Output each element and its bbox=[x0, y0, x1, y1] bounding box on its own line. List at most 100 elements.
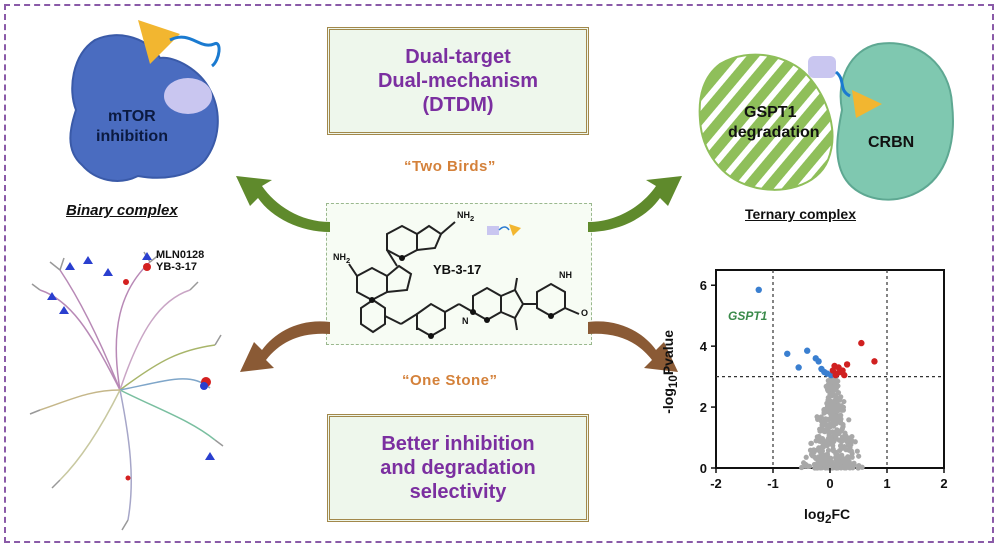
gene-point-sig-1 bbox=[843, 361, 851, 368]
y-tick-label-1: 2 bbox=[700, 400, 707, 415]
gene-point-ns bbox=[830, 418, 836, 425]
gene-point-ns bbox=[828, 414, 834, 420]
arrow-to-binary bbox=[236, 176, 330, 232]
crbn-protein bbox=[836, 42, 954, 201]
gene-point-ns bbox=[816, 445, 822, 451]
gene-point-ns bbox=[826, 436, 833, 442]
gene-point-sig-0 bbox=[795, 364, 802, 371]
mol-o: O bbox=[581, 308, 589, 318]
gene-point-ns bbox=[822, 416, 829, 422]
gene-point-ns bbox=[849, 433, 855, 440]
gene-point-ns bbox=[834, 464, 840, 471]
gene-point-ns bbox=[830, 446, 836, 452]
gene-point-sig-0 bbox=[815, 358, 822, 365]
dtdm-line-2: Dual-mechanism bbox=[377, 70, 539, 92]
gspt1-binder bbox=[808, 56, 836, 78]
kinome-markers bbox=[47, 256, 215, 481]
gene-point-sig-0 bbox=[804, 347, 811, 354]
two-birds-text: “Two Birds” bbox=[404, 158, 496, 175]
gene-point-ns bbox=[837, 460, 843, 467]
legend-marker-mln0128 bbox=[142, 252, 152, 260]
legend-label-yb317: YB-3-17 bbox=[156, 261, 197, 273]
gene-point-ns bbox=[846, 460, 852, 467]
gene-point-ns bbox=[827, 378, 833, 384]
gene-point-ns bbox=[846, 447, 852, 453]
gene-point-ns bbox=[802, 463, 808, 469]
y-tick-label-0: 0 bbox=[700, 461, 707, 476]
gene-point-ns bbox=[838, 442, 844, 449]
gene-point-ns bbox=[843, 465, 849, 471]
gene-point-sig-1 bbox=[858, 339, 865, 347]
gene-point-ns bbox=[815, 459, 821, 465]
gene-point-sig-0 bbox=[784, 350, 791, 357]
selectivity-box: Better inhibition and degradation select… bbox=[327, 414, 589, 522]
gene-point-sig-1 bbox=[871, 358, 878, 365]
gene-point-ns bbox=[829, 391, 835, 397]
dtdm-line-3: (DTDM) bbox=[422, 94, 494, 116]
arrow-to-kinome bbox=[240, 321, 330, 372]
mtor-label-1: mTOR bbox=[108, 108, 156, 125]
legend-label-mln0128: MLN0128 bbox=[156, 249, 205, 261]
gene-point-ns bbox=[848, 441, 854, 448]
gene-point-ns bbox=[856, 463, 862, 469]
binary-complex-caption: Binary complex bbox=[66, 202, 178, 219]
ternary-complex-caption: Ternary complex bbox=[745, 206, 857, 222]
linker-line bbox=[169, 35, 221, 68]
gene-point-ns bbox=[839, 437, 846, 443]
crbn-label: CRBN bbox=[868, 134, 915, 151]
gene-point-ns bbox=[856, 453, 862, 459]
mol-nh2-top: NH2 bbox=[457, 210, 475, 223]
arrow-to-volcano bbox=[588, 321, 678, 372]
gspt1-label-2: degradation bbox=[728, 124, 820, 141]
kinome-tree bbox=[29, 251, 224, 531]
gene-point-ns bbox=[840, 423, 846, 430]
gene-point-ns bbox=[833, 415, 840, 421]
dtdm-box: Dual-target Dual-mechanism (DTDM) bbox=[327, 27, 589, 135]
gene-point-ns bbox=[840, 457, 846, 463]
dashed-border bbox=[4, 4, 994, 543]
degrader-linker bbox=[834, 70, 851, 98]
gene-point-ns bbox=[833, 383, 840, 389]
gene-point-ns bbox=[816, 436, 822, 442]
gene-point-ns bbox=[840, 404, 847, 410]
gene-point-ns bbox=[829, 462, 835, 468]
mol-nh: NH bbox=[559, 270, 572, 280]
compound-name: YB-3-17 bbox=[433, 262, 482, 277]
selectivity-line-2: and degradation bbox=[380, 457, 536, 479]
molecule-structure bbox=[348, 221, 580, 339]
molecule-structure-box: YB-3-17 NH2 NH2 NH N O bbox=[326, 203, 592, 345]
gene-point-ns bbox=[819, 419, 825, 425]
gene-point-ns bbox=[824, 451, 831, 457]
legend-marker-yb317 bbox=[143, 263, 151, 271]
gene-point-ns bbox=[819, 423, 826, 429]
gene-point-ns bbox=[843, 432, 849, 439]
gene-point-ns bbox=[819, 461, 825, 467]
gene-point-ns bbox=[821, 408, 827, 414]
gene-point-ns bbox=[825, 428, 831, 434]
gspt1-label-1: GSPT1 bbox=[744, 104, 797, 121]
gene-point-ns bbox=[849, 454, 855, 460]
gene-point-ns bbox=[808, 440, 814, 447]
ligand-triangle bbox=[138, 20, 180, 64]
gene-point-ns bbox=[816, 454, 822, 460]
gene-point-ns bbox=[824, 456, 830, 463]
gene-point-ns bbox=[824, 400, 830, 406]
one-stone-text: “One Stone” bbox=[402, 372, 498, 389]
arrow-to-ternary bbox=[588, 176, 682, 232]
gene-point-ns bbox=[833, 393, 839, 399]
x-tick-label-3: 1 bbox=[883, 476, 890, 491]
gene-point-ns bbox=[811, 454, 818, 460]
binding-domain bbox=[164, 78, 212, 114]
gene-point-ns bbox=[818, 414, 824, 420]
mtor-label-2: inhibition bbox=[96, 128, 168, 145]
x-tick-label-0: -2 bbox=[710, 476, 722, 491]
gene-point-sig-1 bbox=[841, 371, 848, 379]
gene-point-ns bbox=[854, 448, 860, 454]
gene-point-ns bbox=[843, 438, 850, 444]
gene-point-ns bbox=[832, 454, 839, 461]
gene-point-ns bbox=[828, 384, 834, 390]
gene-point-ns bbox=[803, 454, 809, 460]
x-tick-label-4: 2 bbox=[940, 476, 947, 491]
